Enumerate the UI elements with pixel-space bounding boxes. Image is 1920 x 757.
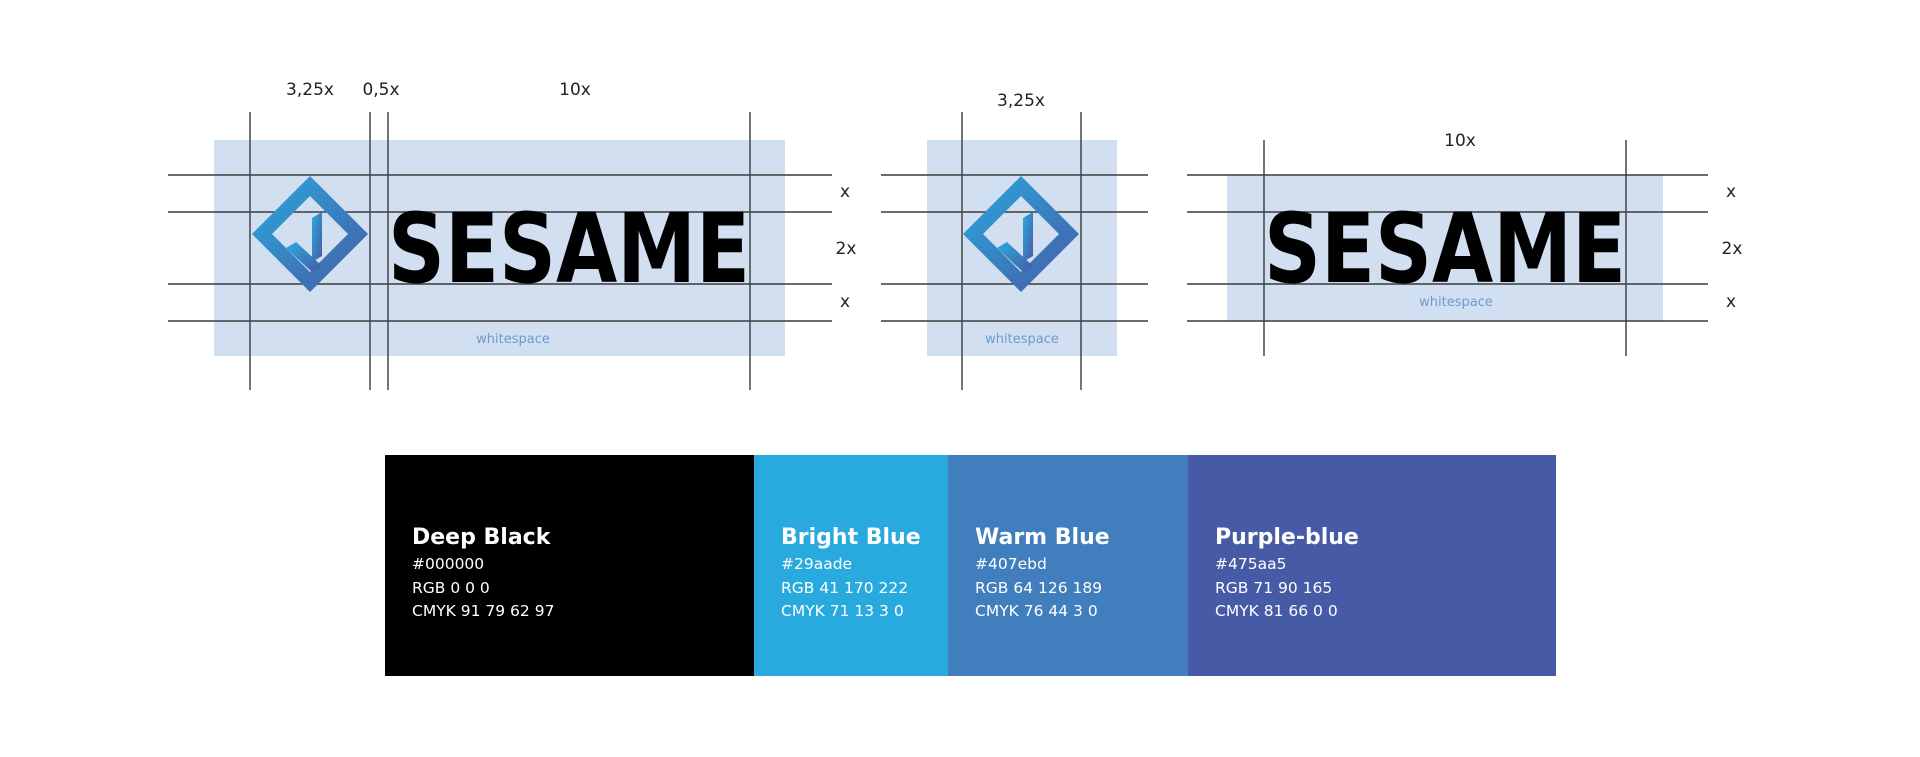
full-logo-label-10x: 10x [559, 80, 591, 100]
wordmark-logo-wordmark: SESAME [1264, 193, 1626, 305]
swatch-rgb: RGB 41 170 222 [781, 579, 909, 597]
wordmark-logo-construction: SESAME 10x x 2x x whitespace [1187, 131, 1742, 356]
swatch-name: Warm Blue [975, 525, 1110, 550]
full-logo-label-x-top: x [840, 182, 850, 202]
wordmark-logo-label-x-top: x [1726, 182, 1736, 202]
swatch-hex: #000000 [412, 555, 485, 573]
swatch-rgb: RGB 64 126 189 [975, 579, 1103, 597]
swatch-cmyk: CMYK 91 79 62 97 [412, 602, 555, 620]
full-logo-wordmark: SESAME [388, 193, 750, 305]
swatch-rgb: RGB 71 90 165 [1215, 579, 1333, 597]
wordmark-logo-whitespace-label: whitespace [1419, 295, 1493, 310]
logo-icon [963, 176, 1079, 292]
swatch-name: Purple-blue [1215, 525, 1359, 550]
full-logo-label-0-5x: 0,5x [362, 80, 399, 100]
swatch-hex: #29aade [781, 555, 853, 573]
swatch-warm-blue: Warm Blue #407ebd RGB 64 126 189 CMYK 76… [948, 455, 1188, 676]
swatch-purple-blue: Purple-blue #475aa5 RGB 71 90 165 CMYK 8… [1188, 455, 1556, 676]
swatch-cmyk: CMYK 71 13 3 0 [781, 602, 904, 620]
icon-logo-whitespace-area [927, 140, 1117, 356]
swatch-bright-blue: Bright Blue #29aade RGB 41 170 222 CMYK … [754, 455, 948, 676]
full-logo-label-x-bottom: x [840, 292, 850, 312]
full-logo-label-3-25x: 3,25x [286, 80, 334, 100]
icon-logo-whitespace-label: whitespace [985, 332, 1059, 347]
wordmark-logo-label-2x: 2x [1722, 239, 1743, 259]
icon-logo-label-3-25x: 3,25x [997, 91, 1045, 111]
swatch-cmyk: CMYK 81 66 0 0 [1215, 602, 1338, 620]
full-logo-construction: SESAME 3,25x 0,5x 10x x 2x x whitespace [168, 80, 856, 390]
wordmark-logo-label-x-bottom: x [1726, 292, 1736, 312]
swatch-hex: #407ebd [975, 555, 1047, 573]
swatch-deep-black: Deep Black #000000 RGB 0 0 0 CMYK 91 79 … [385, 455, 754, 676]
full-logo-label-2x: 2x [836, 239, 857, 259]
swatch-rgb: RGB 0 0 0 [412, 579, 490, 597]
icon-logo-construction: 3,25x whitespace [881, 91, 1148, 390]
wordmark-logo-label-10x: 10x [1444, 131, 1476, 151]
wordmark-logo-whitespace-area [1227, 175, 1663, 321]
full-logo-whitespace-area [214, 140, 785, 356]
swatch-name: Deep Black [412, 525, 551, 550]
swatch-cmyk: CMYK 76 44 3 0 [975, 602, 1098, 620]
swatch-hex: #475aa5 [1215, 555, 1287, 573]
full-logo-whitespace-label: whitespace [476, 332, 550, 347]
swatch-name: Bright Blue [781, 525, 921, 550]
logo-icon [252, 176, 368, 292]
